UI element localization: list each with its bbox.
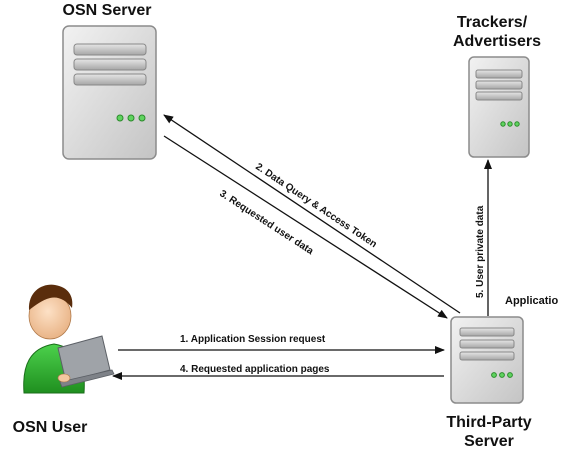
edge-4-label: 4. Requested application pages xyxy=(180,364,330,375)
led-icon xyxy=(514,121,520,127)
edge-1-session-request: 1. Application Session request xyxy=(118,334,445,354)
led-icon xyxy=(499,372,505,378)
edge-2-data-query: 2. Data Query & Access Token xyxy=(163,114,461,314)
edge-2-arrow xyxy=(163,114,461,314)
osn-user-node: OSN User xyxy=(13,284,115,436)
edge-5-user-private-data: 5. User private data xyxy=(475,159,492,316)
user-icon xyxy=(23,284,115,394)
third-party-server-node: Applicatio Third-Party Server xyxy=(446,295,558,450)
led-icon xyxy=(116,114,124,122)
trackers-label-line1: Trackers/ xyxy=(457,14,528,31)
osn-server-label: OSN Server xyxy=(63,2,152,19)
trackers-node: Trackers/ Advertisers xyxy=(453,14,541,158)
edge-4-application-pages: 4. Requested application pages xyxy=(112,364,444,380)
edge-3-arrow xyxy=(163,135,448,319)
third-party-label-line1: Third-Party xyxy=(446,414,531,431)
edge-5-label: 5. User private data xyxy=(475,205,486,298)
application-badge-label: Applicatio xyxy=(505,295,558,307)
led-icon xyxy=(500,121,506,127)
osn-server-node: OSN Server xyxy=(62,2,157,160)
edge-1-label: 1. Application Session request xyxy=(180,334,326,345)
led-icon xyxy=(507,121,513,127)
led-icon xyxy=(127,114,135,122)
osn-user-label: OSN User xyxy=(13,419,88,436)
edge-3-requested-user-data: 3. Requested user data xyxy=(163,135,448,319)
led-icon xyxy=(138,114,146,122)
third-party-label-line2: Server xyxy=(464,433,514,450)
led-icon xyxy=(491,372,497,378)
trackers-label-line2: Advertisers xyxy=(453,33,541,50)
led-icon xyxy=(507,372,513,378)
